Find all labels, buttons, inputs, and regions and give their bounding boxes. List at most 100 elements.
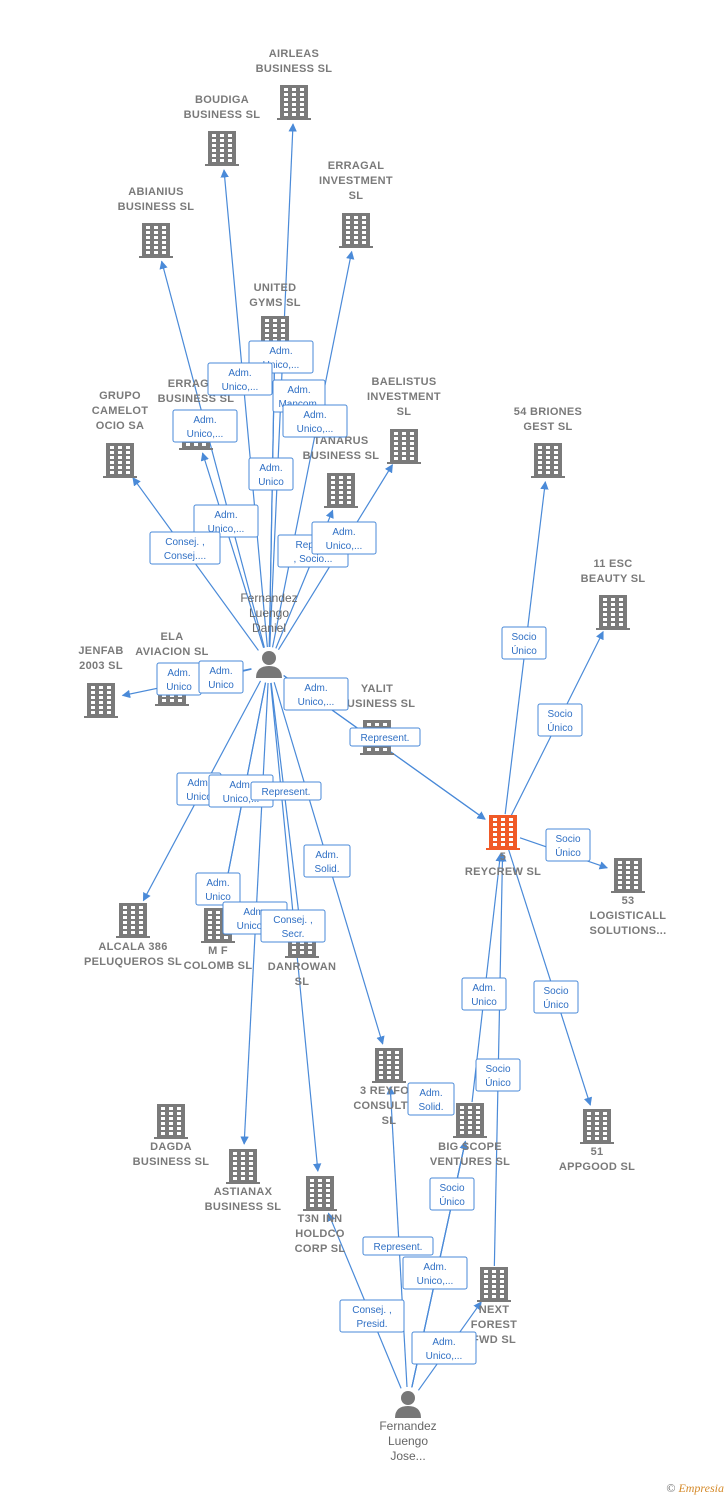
edge-label-box [250, 781, 322, 801]
edge-label-e33[interactable]: Adm.Unico,... [411, 1331, 477, 1365]
building-window [110, 461, 114, 464]
edge-label-e2[interactable]: Adm.Unico,... [207, 362, 273, 396]
building-window [538, 466, 542, 469]
edge-line-e20 [270, 682, 303, 919]
edge-label-text: Represent. [361, 733, 410, 744]
person-body [395, 1406, 421, 1418]
company-node-logisticall[interactable]: 53LOGISTICALLSOLUTIONS... [590, 858, 667, 937]
building-window [139, 906, 143, 909]
edge-label-e6[interactable]: Adm.Unico [248, 457, 294, 491]
building-window [347, 501, 351, 504]
edge-label-e14[interactable]: Represent. [349, 727, 421, 747]
building-base [596, 628, 630, 630]
edge-label-e5[interactable]: Adm.Unico,... [172, 409, 238, 443]
edge-label-text: Socio [439, 1183, 464, 1194]
edge-label-e8[interactable]: Consej. ,Consej.... [149, 531, 221, 565]
building-icon [324, 473, 358, 508]
building-window [202, 443, 206, 446]
edge-label-e24[interactable]: Consej. ,Secr. [260, 909, 326, 943]
edge-label-box [195, 872, 241, 906]
edge-label-e12[interactable]: Adm.Unico [198, 660, 244, 694]
edge-label-text: Consej. , [273, 915, 312, 926]
edge-label-e10[interactable]: Adm.Unico,... [311, 521, 377, 555]
company-label-line: SL [382, 1115, 397, 1127]
building-window [595, 1137, 599, 1140]
edge-label-e32[interactable]: Consej. ,Presid. [339, 1299, 405, 1333]
building-window [402, 442, 406, 445]
edge-label-e21[interactable]: Adm.Solid. [303, 844, 351, 878]
edge-label-e4[interactable]: Adm.Unico,... [282, 404, 348, 438]
edge-line-e6 [200, 452, 265, 649]
person-node-p2[interactable]: FernandezLuengoJose... [379, 1391, 437, 1463]
building-window [634, 886, 638, 889]
building-window [265, 324, 269, 327]
building-base [324, 506, 358, 508]
building-window [362, 231, 366, 234]
building-window [169, 1122, 173, 1125]
building-window [169, 1112, 173, 1115]
edge-label-e30[interactable]: Represent. [362, 1236, 434, 1256]
building-window [484, 1295, 488, 1298]
building-window [162, 226, 166, 229]
edge-label-e31[interactable]: Adm.Unico,... [402, 1256, 468, 1290]
edge-label-text: Adm. [419, 1088, 442, 1099]
edge-label-text: Adm. [209, 666, 232, 677]
edge-label-box [282, 404, 348, 438]
edge-label-e20[interactable]: Represent. [250, 781, 322, 801]
edge-label-text: Adm. [229, 780, 252, 791]
building-window [233, 1162, 237, 1165]
building-window [618, 871, 622, 874]
building-base [139, 256, 173, 258]
edge-label-e13[interactable]: Adm.Unico,... [283, 677, 349, 711]
building-window [161, 1127, 165, 1130]
edge-label-e22[interactable]: Adm.Unico [195, 872, 241, 906]
building-window [387, 1066, 391, 1069]
building-window [402, 452, 406, 455]
building-window [395, 1051, 399, 1054]
building-window [554, 451, 558, 454]
person-label-line: Luengo [249, 606, 289, 620]
company-label-line: 51 [591, 1146, 604, 1158]
building-window [310, 1199, 314, 1202]
edge-label-e11[interactable]: Adm.Unico [156, 662, 202, 696]
building-base [531, 476, 565, 478]
building-window [626, 876, 630, 879]
edge-label-e28[interactable]: Adm.Solid. [407, 1082, 455, 1116]
building-window [326, 1199, 330, 1202]
building-window [509, 843, 513, 846]
building-window [300, 98, 304, 101]
building-window [154, 246, 158, 249]
building-window [626, 886, 630, 889]
edge-label-e7[interactable]: Adm.Unico,... [193, 504, 259, 538]
brand-logo[interactable]: Empresia [678, 1481, 724, 1495]
edge-label-e25[interactable]: Adm.Unico [461, 977, 507, 1011]
building-window [501, 843, 505, 846]
building-window [394, 432, 398, 435]
